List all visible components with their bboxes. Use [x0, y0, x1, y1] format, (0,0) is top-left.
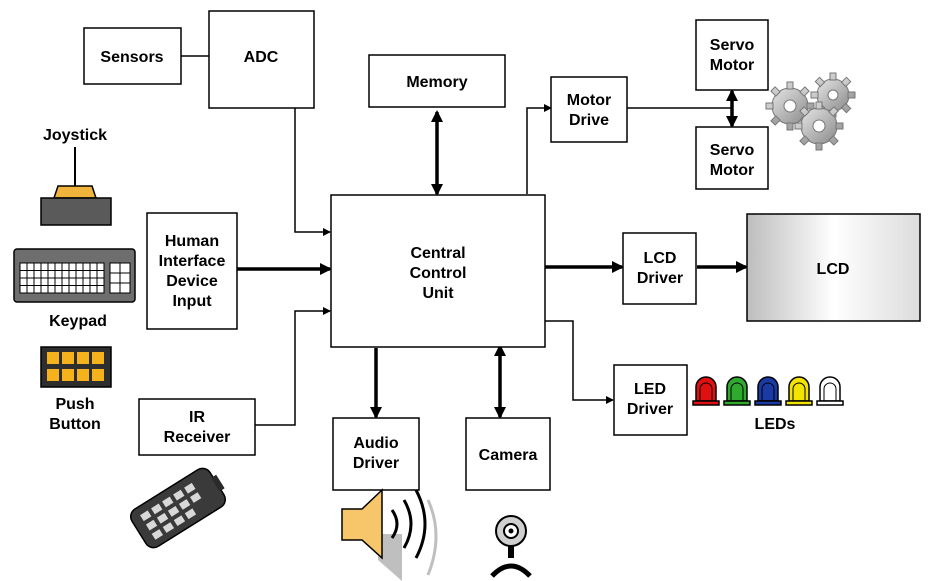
ir-receiver-block: IR Receiver: [138, 398, 256, 456]
audio-driver-label-line1: Audio: [353, 435, 399, 452]
led-icon: [785, 376, 813, 406]
ir-receiver-label-line2: Receiver: [164, 429, 231, 446]
adc-block: ADC: [208, 10, 315, 109]
memory-block: Memory: [368, 54, 506, 108]
sensors-block: Sensors: [83, 27, 182, 85]
gears-icon: [765, 72, 856, 151]
hid-label-line3: Device: [166, 273, 218, 290]
servo-motor-top-block: Servo Motor: [695, 19, 769, 91]
leds-label: LEDs: [755, 416, 796, 433]
motor-drive-label-line2: Drive: [569, 112, 609, 129]
lcd-driver-label-line1: LCD: [644, 250, 677, 267]
central-control-unit-block: Central Control Unit: [330, 194, 546, 348]
audio-driver-block: Audio Driver: [332, 417, 420, 491]
led-icon: [816, 376, 844, 406]
camera-label: Camera: [479, 447, 538, 464]
adc-to-ccu-arrow: [294, 108, 331, 236]
ir-receiver-label-line1: IR: [189, 409, 205, 426]
hid-label-line4: Input: [172, 293, 212, 310]
keypad-label: Keypad: [49, 313, 107, 330]
hid-label-line1: Human: [165, 233, 219, 250]
ccu-label-line1: Central: [410, 245, 465, 262]
servo-bottom-label-line2: Motor: [710, 162, 754, 179]
lcd-label: LCD: [817, 261, 850, 278]
ccu-label-line2: Control: [410, 265, 467, 282]
led-row: [692, 376, 844, 406]
joystick-label: Joystick: [43, 127, 107, 144]
led-icon: [723, 376, 751, 406]
ir-to-ccu-arrow: [255, 307, 331, 426]
led-icon: [692, 376, 720, 406]
servo-top-label-line1: Servo: [710, 37, 755, 54]
audio-driver-label-line2: Driver: [353, 455, 399, 472]
adc-label: ADC: [244, 49, 279, 66]
connections: [181, 55, 748, 426]
joystick-icon: [40, 147, 112, 226]
keypad-icon: [13, 248, 136, 303]
lcd-driver-block: LCD Driver: [622, 232, 697, 305]
led-driver-label-line2: Driver: [627, 401, 673, 418]
ccu-to-motor-drive-arrow: [526, 104, 552, 194]
remote-control-icon: [129, 467, 227, 549]
memory-label: Memory: [406, 74, 467, 91]
motor-drive-block: Motor Drive: [550, 76, 628, 143]
ccu-to-led-driver-arrow: [545, 320, 614, 404]
push-button-label-line1: Push: [55, 396, 94, 413]
camera-block: Camera: [465, 417, 551, 491]
hid-label-line2: Interface: [159, 253, 226, 270]
sensors-label: Sensors: [100, 49, 163, 66]
push-button-icon: [40, 346, 112, 388]
motor-drive-label-line1: Motor: [567, 92, 611, 109]
led-driver-block: LED Driver: [613, 364, 688, 436]
lcd-driver-label-line2: Driver: [637, 270, 683, 287]
led-icon: [754, 376, 782, 406]
hid-input-block: Human Interface Device Input: [146, 212, 238, 330]
push-button-label-line2: Button: [49, 416, 101, 433]
speaker-icon: [341, 488, 438, 581]
led-driver-label-line1: LED: [634, 381, 666, 398]
lcd-block: LCD: [746, 213, 921, 322]
servo-motor-bottom-block: Servo Motor: [695, 126, 769, 190]
webcam-icon: [490, 515, 532, 578]
servo-top-label-line2: Motor: [710, 57, 754, 74]
ccu-label-line3: Unit: [422, 285, 454, 302]
servo-bottom-label-line1: Servo: [710, 142, 755, 159]
